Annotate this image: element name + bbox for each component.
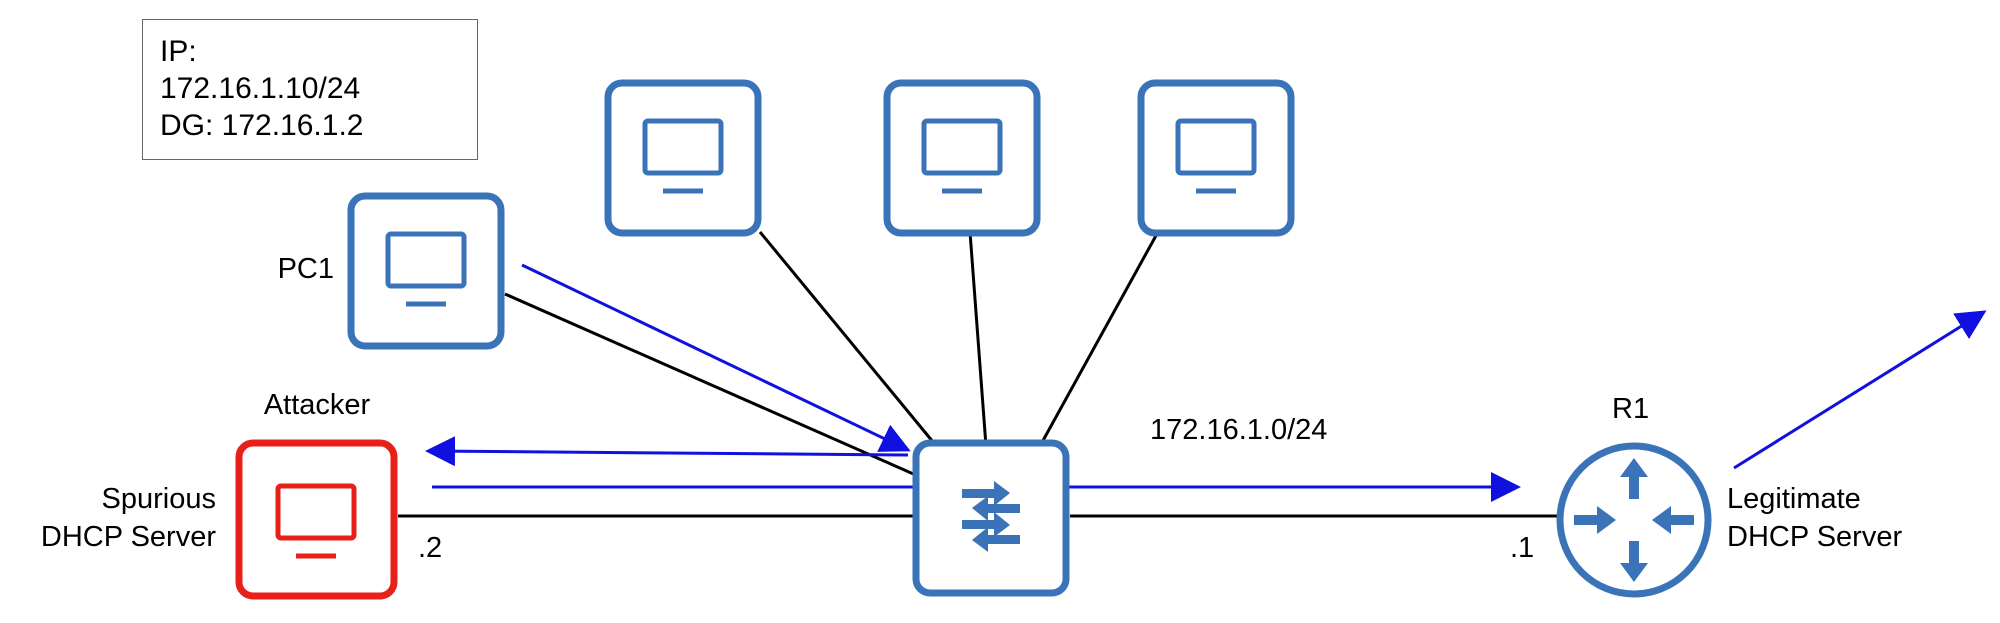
ip-label: IP: [160, 35, 197, 68]
switch-device[interactable] [912, 439, 1070, 597]
monitor-icon [642, 118, 724, 194]
links [398, 231, 1560, 518]
switch-arrows-icon [962, 481, 1020, 552]
link-pc1-switch [504, 292, 919, 478]
monitor-icon [385, 231, 467, 307]
router-r1-device[interactable] [1556, 442, 1712, 598]
subnet-label: 172.16.1.0/24 [1150, 414, 1328, 446]
attacker-ip-suffix: .2 [418, 532, 443, 564]
arrows [425, 263, 1987, 502]
pc1-label: PC1 [277, 253, 334, 285]
monitor-icon [275, 483, 357, 559]
router-arrows-icon [1574, 458, 1694, 582]
pc1-device[interactable] [347, 192, 505, 350]
arrow-router-upstream [1733, 310, 1987, 470]
link-pc-top2-switch [968, 231, 988, 447]
ip-address: 172.16.1.10/24 [160, 72, 361, 105]
default-gateway: DG: 172.16.1.2 [160, 109, 364, 142]
pc-top-1-device[interactable] [604, 79, 762, 237]
monitor-icon [1175, 118, 1257, 194]
router-label: R1 [1612, 393, 1650, 425]
attacker-device[interactable] [235, 439, 398, 600]
spurious-label-line2: DHCP Server [40, 521, 216, 553]
link-pc-top3-switch [1038, 231, 1160, 447]
pc-top-3-device[interactable] [1137, 79, 1295, 237]
arrow-pc1-to-switch [521, 263, 911, 452]
legit-label-line1: Legitimate [1727, 483, 1861, 515]
legit-label-line2: DHCP Server [1727, 521, 1903, 553]
pc-top-2-device[interactable] [883, 79, 1041, 237]
arrow-switch-to-attacker [425, 436, 909, 467]
router-ip-suffix: .1 [1510, 532, 1535, 564]
spurious-label-line1: Spurious [101, 483, 216, 515]
ip-info-box: IP: 172.16.1.10/24 DG: 172.16.1.2 [142, 19, 478, 160]
attacker-label: Attacker [263, 389, 371, 421]
monitor-icon [921, 118, 1003, 194]
link-pc-top1-switch [758, 231, 940, 449]
